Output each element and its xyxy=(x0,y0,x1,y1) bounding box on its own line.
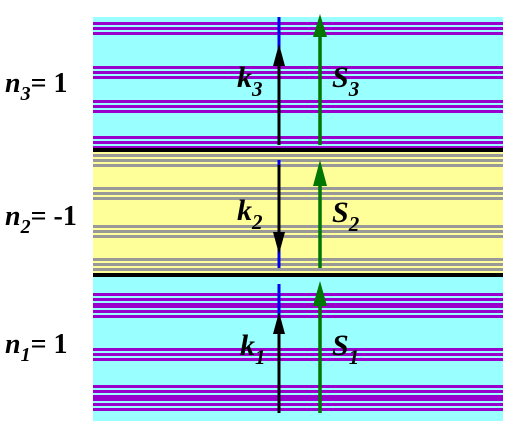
stripe xyxy=(93,71,503,74)
stripe xyxy=(93,263,503,266)
k2-arrowhead xyxy=(273,232,285,254)
layer-3-background xyxy=(93,17,503,150)
stripe xyxy=(93,225,503,228)
layer-3-stripes xyxy=(93,22,503,149)
stripe xyxy=(93,164,503,167)
stripe xyxy=(93,398,503,401)
layer-1-stripes xyxy=(93,293,503,411)
stripe xyxy=(93,303,503,306)
stripe xyxy=(93,105,503,108)
k3-arrowhead xyxy=(273,44,285,66)
stripe xyxy=(93,154,503,157)
stripe xyxy=(93,136,503,139)
S-arrows xyxy=(313,14,327,413)
S3-label: S3 xyxy=(332,61,359,101)
stripe xyxy=(93,315,503,318)
stripe xyxy=(93,230,503,233)
stripe xyxy=(93,353,503,356)
stripe xyxy=(93,22,503,25)
k1-label: k1 xyxy=(240,329,266,369)
stripe xyxy=(93,235,503,238)
k1-arrowhead xyxy=(273,312,285,334)
n3-label: n3= 1 xyxy=(5,68,68,105)
stripe xyxy=(93,197,503,200)
stripe xyxy=(93,310,503,313)
stripe xyxy=(93,76,503,79)
stripe xyxy=(93,348,503,351)
stripe xyxy=(93,293,503,296)
n2-label: n2= -1 xyxy=(5,201,77,238)
stripe xyxy=(93,305,503,308)
stripe xyxy=(93,268,503,271)
stripe xyxy=(93,403,503,406)
stripe xyxy=(93,390,503,393)
boundary-bottom xyxy=(93,273,503,277)
stripe xyxy=(93,146,503,149)
n1-label: n1= 1 xyxy=(5,329,68,366)
boundary-top xyxy=(93,148,503,152)
stripe xyxy=(93,395,503,398)
layer-2-background xyxy=(93,150,503,276)
stripe xyxy=(93,192,503,195)
stripe xyxy=(93,27,503,30)
k3-label: k3 xyxy=(237,61,263,101)
stripe xyxy=(93,187,503,190)
S2-label: S2 xyxy=(332,196,360,236)
S1-label: S1 xyxy=(332,329,359,369)
stripe xyxy=(93,66,503,69)
stripe xyxy=(93,32,503,35)
S1-arrowhead xyxy=(313,281,327,306)
S3-arrowhead xyxy=(313,14,327,37)
k-arrows xyxy=(273,44,285,413)
k2-label: k2 xyxy=(237,194,263,234)
stripe xyxy=(93,385,503,388)
stripe xyxy=(93,358,503,361)
stripe xyxy=(93,298,503,301)
stripe xyxy=(93,141,503,144)
stripe xyxy=(93,159,503,162)
stripe xyxy=(93,110,503,113)
S2-arrowhead xyxy=(313,160,327,186)
layer-2-stripes xyxy=(93,154,503,271)
stripe xyxy=(93,100,503,103)
stripe xyxy=(93,258,503,261)
stripe xyxy=(93,408,503,411)
